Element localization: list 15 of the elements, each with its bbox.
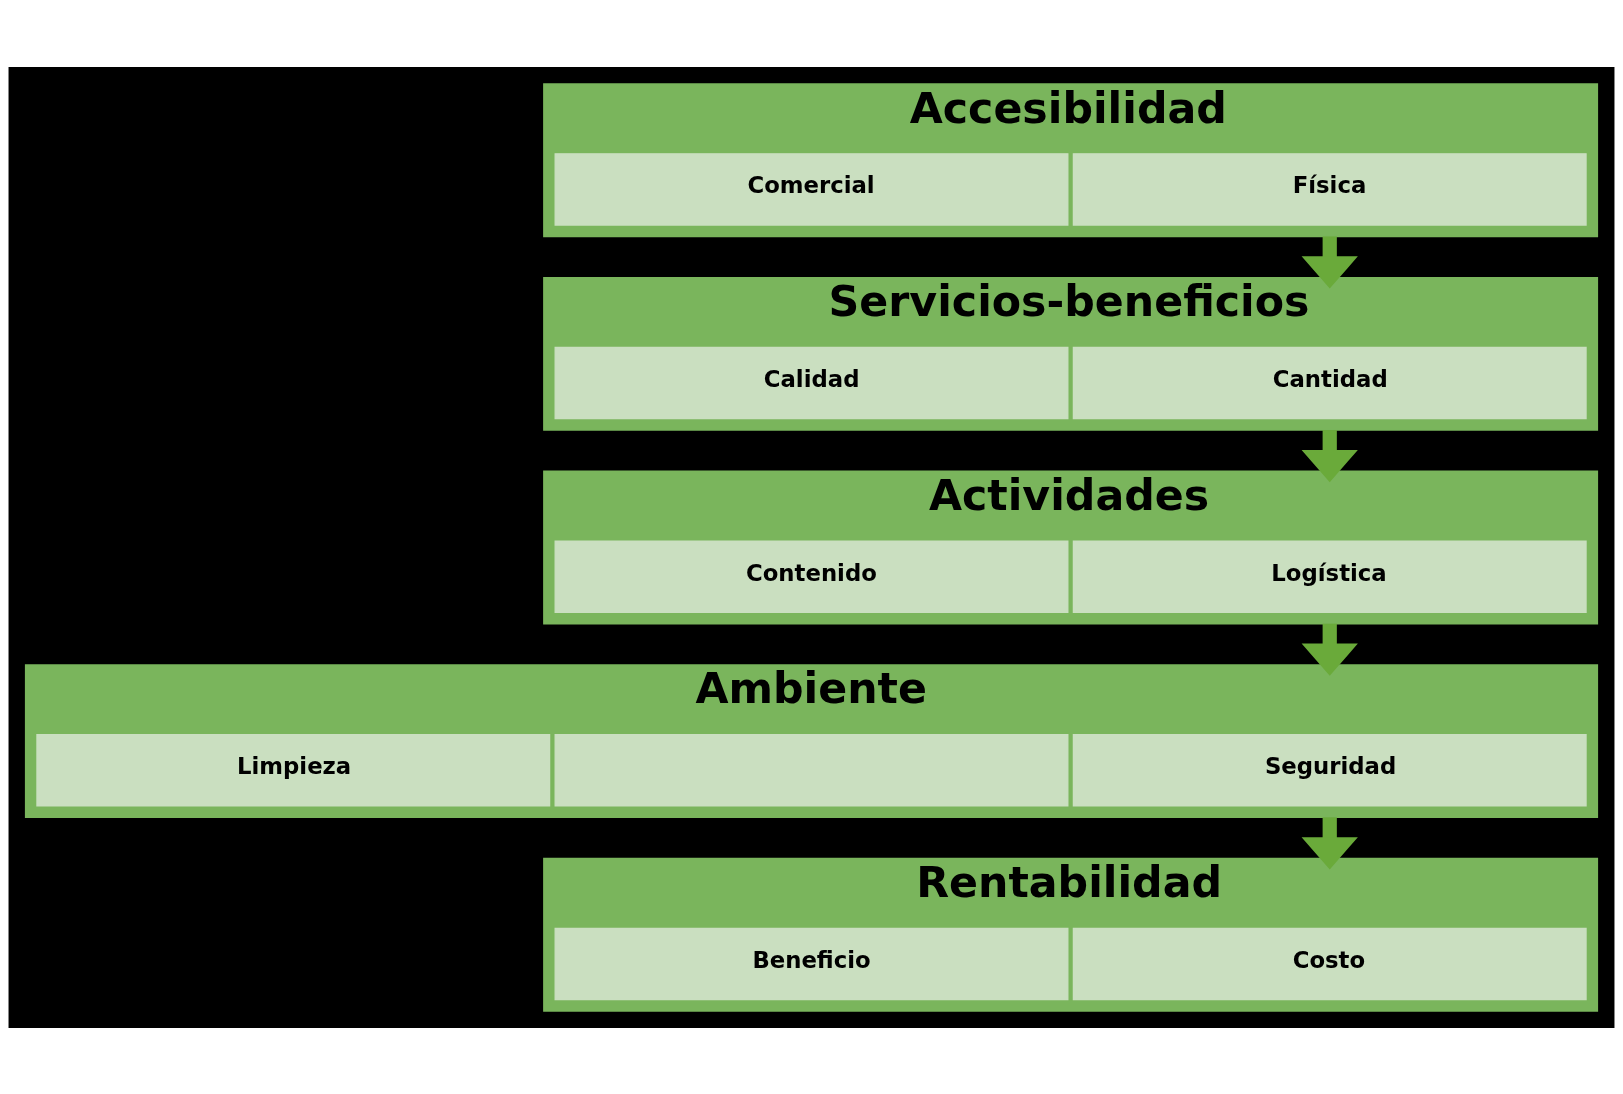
node-box: Comercial — [554, 152, 1069, 226]
node-box: Seguridad — [1072, 733, 1587, 807]
node-box: Logística — [1072, 539, 1587, 613]
node-box: Contenido — [554, 539, 1069, 613]
arrow — [1301, 429, 1358, 482]
arrow — [1301, 816, 1358, 869]
node-box — [554, 733, 1069, 807]
node-box: Limpieza — [36, 733, 551, 807]
node-box: Costo — [1072, 927, 1587, 1000]
node-box: Beneficio — [554, 927, 1069, 1000]
node-box: Calidad — [554, 346, 1069, 419]
arrow — [1301, 623, 1358, 676]
node-box: Cantidad — [1072, 346, 1587, 419]
node-box: Física — [1072, 152, 1587, 226]
arrow — [1301, 235, 1358, 289]
